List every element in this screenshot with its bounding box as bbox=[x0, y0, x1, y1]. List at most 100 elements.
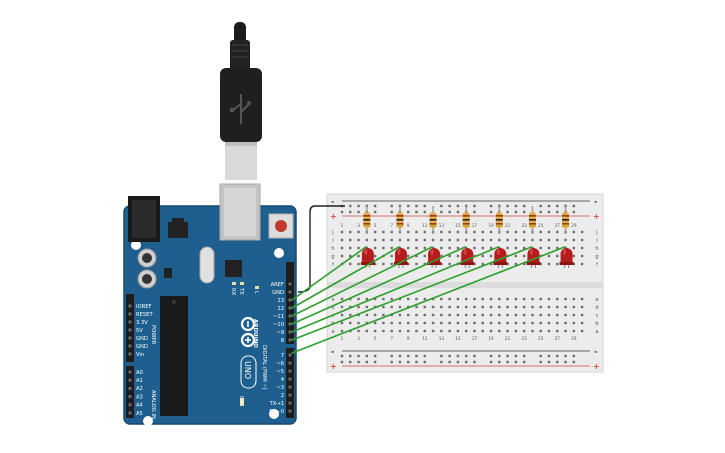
rail-hole[interactable] bbox=[539, 354, 542, 358]
rail-hole[interactable] bbox=[440, 204, 443, 208]
power-pin[interactable] bbox=[128, 320, 132, 324]
digital-low-pin[interactable] bbox=[288, 353, 292, 357]
rail-hole[interactable] bbox=[556, 204, 559, 208]
breadboard-hole[interactable] bbox=[481, 305, 484, 309]
breadboard-hole[interactable] bbox=[382, 329, 385, 333]
resistor[interactable] bbox=[528, 206, 536, 234]
breadboard-hole[interactable] bbox=[382, 297, 385, 301]
rail-hole[interactable] bbox=[514, 204, 518, 208]
breadboard-hole[interactable] bbox=[373, 254, 377, 258]
breadboard-hole[interactable] bbox=[539, 305, 542, 309]
breadboard-hole[interactable] bbox=[407, 230, 410, 234]
digital-low-pin[interactable] bbox=[288, 361, 292, 365]
breadboard-hole[interactable] bbox=[440, 321, 443, 325]
breadboard-hole[interactable] bbox=[382, 246, 385, 250]
breadboard-hole[interactable] bbox=[340, 321, 344, 325]
breadboard-hole[interactable] bbox=[423, 313, 426, 317]
breadboard-hole[interactable] bbox=[407, 329, 410, 333]
rail-hole[interactable] bbox=[514, 210, 518, 214]
rail-hole[interactable] bbox=[506, 210, 509, 214]
breadboard-hole[interactable] bbox=[481, 321, 484, 325]
breadboard-hole[interactable] bbox=[539, 246, 542, 250]
breadboard-hole[interactable] bbox=[514, 329, 518, 333]
signal-wire[interactable] bbox=[291, 246, 400, 309]
breadboard-hole[interactable] bbox=[489, 254, 493, 258]
breadboard-hole[interactable] bbox=[481, 238, 484, 242]
breadboard-hole[interactable] bbox=[431, 246, 435, 250]
breadboard-hole[interactable] bbox=[415, 321, 418, 325]
breadboard-hole[interactable] bbox=[398, 305, 402, 309]
breadboard-hole[interactable] bbox=[357, 254, 360, 258]
rail-hole[interactable] bbox=[373, 204, 377, 208]
rail-hole[interactable] bbox=[539, 210, 542, 214]
digital-high-pin[interactable] bbox=[288, 282, 292, 286]
breadboard-hole[interactable] bbox=[531, 297, 534, 301]
breadboard-hole[interactable] bbox=[357, 238, 360, 242]
breadboard-hole[interactable] bbox=[415, 297, 418, 301]
breadboard-hole[interactable] bbox=[349, 246, 352, 250]
rail-hole[interactable] bbox=[572, 354, 576, 358]
breadboard-hole[interactable] bbox=[365, 297, 369, 301]
breadboard-hole[interactable] bbox=[572, 297, 576, 301]
breadboard-hole[interactable] bbox=[473, 262, 476, 266]
breadboard-hole[interactable] bbox=[498, 313, 501, 317]
rail-hole[interactable] bbox=[357, 360, 360, 364]
power-pin[interactable] bbox=[128, 312, 132, 316]
breadboard-hole[interactable] bbox=[465, 305, 468, 309]
breadboard-hole[interactable] bbox=[514, 238, 518, 242]
breadboard-hole[interactable] bbox=[415, 230, 418, 234]
breadboard-hole[interactable] bbox=[340, 246, 344, 250]
breadboard-hole[interactable] bbox=[415, 238, 418, 242]
breadboard-hole[interactable] bbox=[498, 297, 501, 301]
rail-hole[interactable] bbox=[357, 210, 360, 214]
breadboard-hole[interactable] bbox=[373, 313, 377, 317]
rail-hole[interactable] bbox=[572, 210, 576, 214]
breadboard-hole[interactable] bbox=[440, 305, 443, 309]
breadboard-hole[interactable] bbox=[580, 238, 584, 242]
rail-hole[interactable] bbox=[440, 360, 443, 364]
breadboard-hole[interactable] bbox=[440, 313, 443, 317]
breadboard-hole[interactable] bbox=[373, 230, 377, 234]
breadboard-hole[interactable] bbox=[423, 254, 426, 258]
breadboard-hole[interactable] bbox=[398, 297, 402, 301]
breadboard-hole[interactable] bbox=[440, 230, 443, 234]
rail-hole[interactable] bbox=[407, 204, 410, 208]
breadboard-hole[interactable] bbox=[539, 262, 542, 266]
rail-hole[interactable] bbox=[423, 360, 426, 364]
breadboard-hole[interactable] bbox=[556, 246, 559, 250]
breadboard-hole[interactable] bbox=[547, 254, 551, 258]
breadboard-hole[interactable] bbox=[531, 313, 534, 317]
rail-hole[interactable] bbox=[398, 360, 402, 364]
breadboard-hole[interactable] bbox=[398, 238, 402, 242]
breadboard-hole[interactable] bbox=[431, 313, 435, 317]
breadboard-hole[interactable] bbox=[506, 329, 509, 333]
breadboard-hole[interactable] bbox=[506, 246, 509, 250]
breadboard-hole[interactable] bbox=[390, 262, 393, 266]
breadboard-hole[interactable] bbox=[489, 238, 493, 242]
rail-hole[interactable] bbox=[473, 360, 476, 364]
rail-hole[interactable] bbox=[514, 354, 518, 358]
breadboard-hole[interactable] bbox=[572, 254, 576, 258]
breadboard-hole[interactable] bbox=[415, 262, 418, 266]
breadboard-hole[interactable] bbox=[564, 305, 567, 309]
breadboard-hole[interactable] bbox=[357, 230, 360, 234]
breadboard-hole[interactable] bbox=[514, 254, 518, 258]
breadboard-hole[interactable] bbox=[390, 329, 393, 333]
signal-wire[interactable] bbox=[291, 246, 433, 317]
breadboard-hole[interactable] bbox=[572, 246, 576, 250]
breadboard-hole[interactable] bbox=[407, 262, 410, 266]
rail-hole[interactable] bbox=[365, 354, 369, 358]
rail-hole[interactable] bbox=[407, 210, 410, 214]
breadboard-hole[interactable] bbox=[448, 238, 451, 242]
rail-hole[interactable] bbox=[556, 354, 559, 358]
breadboard-hole[interactable] bbox=[373, 329, 377, 333]
breadboard-hole[interactable] bbox=[440, 297, 443, 301]
power-pin[interactable] bbox=[128, 344, 132, 348]
rail-hole[interactable] bbox=[415, 204, 418, 208]
reset-button[interactable] bbox=[268, 213, 294, 239]
breadboard-hole[interactable] bbox=[531, 305, 534, 309]
breadboard-hole[interactable] bbox=[423, 246, 426, 250]
digital-low-pin[interactable] bbox=[288, 401, 292, 405]
breadboard-hole[interactable] bbox=[365, 313, 369, 317]
